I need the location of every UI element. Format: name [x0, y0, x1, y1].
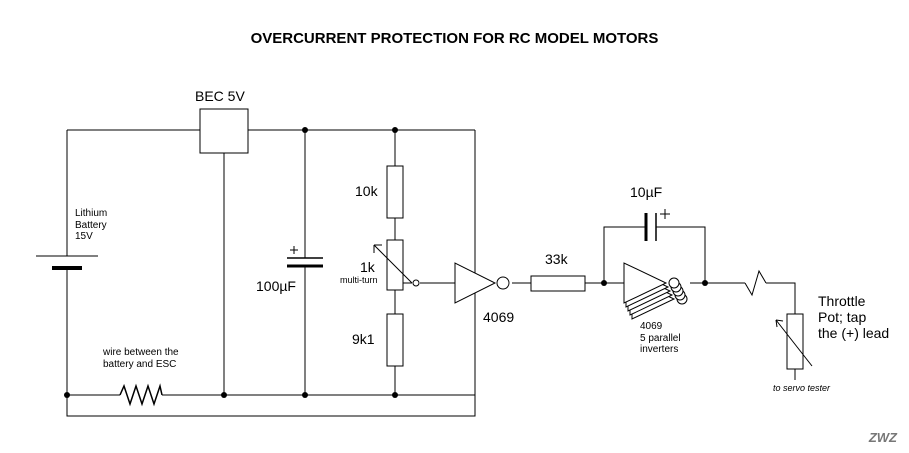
label-resistor-9k1: 9k1 — [352, 331, 375, 347]
label-inverter-4069: 4069 — [483, 309, 515, 325]
label-inverter-bank: 4069 5 parallel inverters — [640, 321, 681, 355]
junction-dots — [64, 127, 708, 398]
label-throttle-pot: Throttle Pot; tap the (+) lead — [818, 293, 890, 342]
label-pot-multiturn: multi-turn — [340, 275, 378, 285]
label-shunt-wire: wire between the battery and ESC — [103, 347, 179, 370]
inverter-4069 — [454, 262, 510, 304]
inverter-bank — [623, 262, 688, 320]
resistor-10k — [386, 165, 404, 219]
wire-battery-left — [66, 130, 476, 417]
shunt-resistor — [119, 383, 163, 407]
throttle-pot-arrow — [775, 319, 813, 367]
capacitor-10uf — [644, 209, 670, 241]
wire-feedback — [603, 226, 706, 283]
pot-arrow — [373, 244, 413, 284]
resistor-33k — [530, 275, 586, 292]
capacitor-100uf — [287, 246, 323, 268]
label-servo-tester: to servo tester — [773, 383, 831, 393]
wiper-terminal — [412, 279, 420, 287]
watermark-logo: ZWZ — [868, 430, 897, 445]
label-bec: BEC 5V — [195, 88, 245, 104]
label-resistor-33k: 33k — [545, 251, 568, 267]
pot-1k — [386, 239, 404, 291]
diagram-title: OVERCURRENT PROTECTION FOR RC MODEL MOTO… — [250, 30, 659, 47]
resistor-9k1 — [386, 313, 404, 367]
label-battery: Lithium Battery 15V — [75, 208, 108, 242]
label-cap-100uf: 100µF — [256, 278, 296, 294]
throttle-pot — [786, 313, 804, 370]
bec-box — [199, 108, 249, 154]
label-pot-1k: 1k — [360, 259, 375, 275]
break-symbol — [744, 269, 767, 297]
label-cap-10uf: 10µF — [630, 184, 663, 200]
battery-symbol — [36, 255, 98, 270]
label-resistor-10k: 10k — [355, 183, 378, 199]
wire-throttle-pot — [766, 282, 796, 314]
